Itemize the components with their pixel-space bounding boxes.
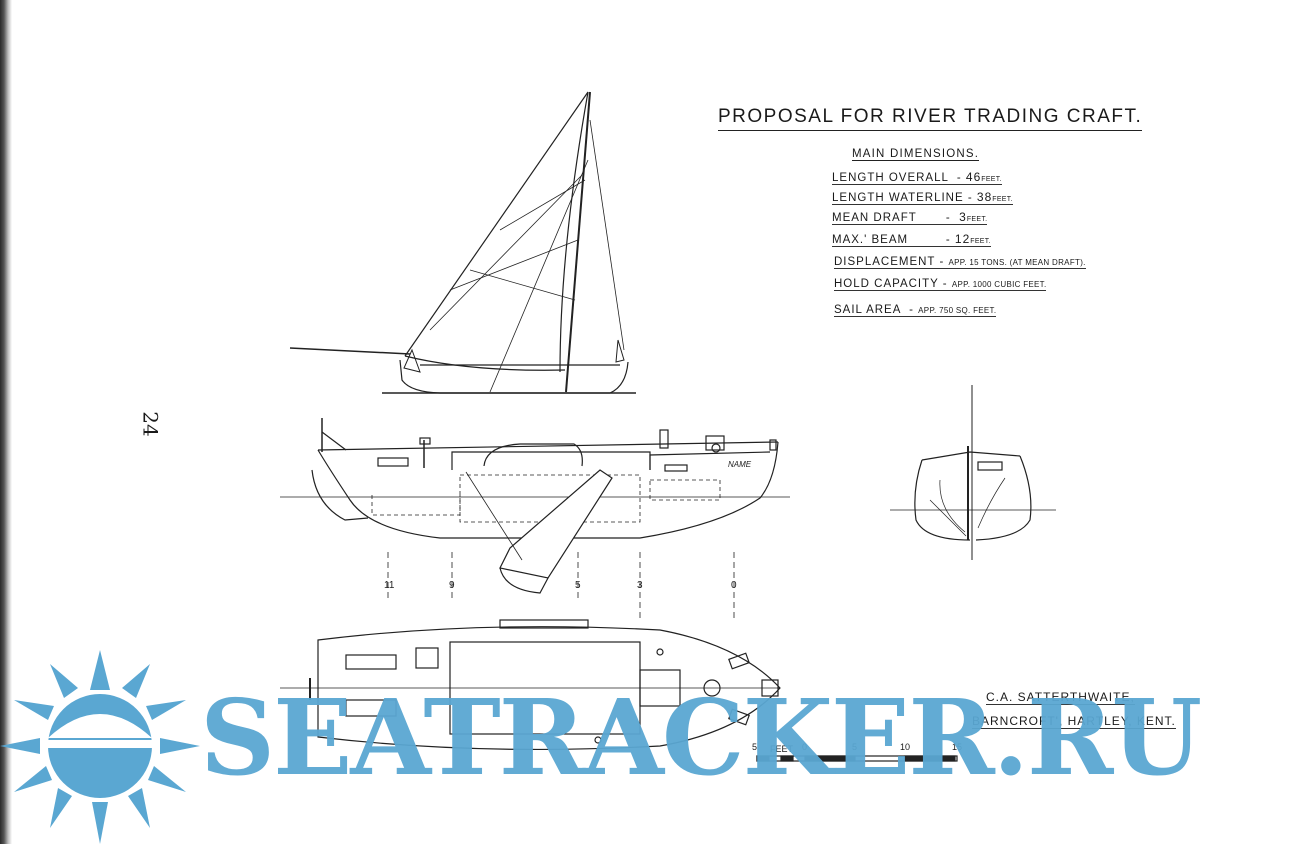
scale-tick: 10 <box>900 742 911 752</box>
dimension-row: LENGTH WATERLINE - 38FEET. <box>832 190 1013 205</box>
dimension-row: MEAN DRAFT - 3FEET. <box>832 210 988 225</box>
station-11: 11 <box>384 580 395 591</box>
scale-unit-label: FEET <box>770 744 794 754</box>
dimension-row: LENGTH OVERALL - 46FEET. <box>832 170 1002 185</box>
dimension-row: DISPLACEMENT - APP. 15 TONS. (AT MEAN DR… <box>834 256 1086 269</box>
dimension-row: MAX.' BEAM - 12FEET. <box>832 232 991 247</box>
sail-plan-view <box>289 91 636 394</box>
drawing-title: PROPOSAL FOR RIVER TRADING CRAFT. <box>718 106 1143 131</box>
station-9: 9 <box>449 580 455 591</box>
station-3: 3 <box>637 580 643 591</box>
body-plan-view <box>890 385 1056 560</box>
dimensions-heading: MAIN DIMENSIONS. <box>852 148 980 161</box>
scale-tick: 5 <box>852 742 858 752</box>
dimension-row: HOLD CAPACITY - APP. 1000 CUBIC FEET. <box>834 278 1047 291</box>
station-numbers: 11 9 5 3 0 NAME <box>384 460 752 591</box>
dimension-row: SAIL AREA - APP. 750 SQ. FEET. <box>834 304 997 317</box>
watermark-text: SEATRACKER.RU <box>200 676 1202 799</box>
sun-logo <box>0 650 200 844</box>
scale-tick: 15 <box>952 742 963 752</box>
page-edge-shadow <box>0 0 12 844</box>
hull-name-label: NAME <box>728 460 752 469</box>
author-name: C.A. SATTERTHWAITE, <box>986 690 1135 705</box>
station-0: 0 <box>731 580 737 591</box>
scale-bar <box>756 755 958 762</box>
scale-tick: 5 <box>752 742 758 752</box>
plan-view <box>280 619 781 751</box>
profile-view <box>280 418 790 620</box>
station-5: 5 <box>575 580 581 591</box>
author-address: BARNCROFT', HARTLEY, KENT. <box>972 714 1176 729</box>
scale-tick: 0 <box>802 742 808 752</box>
